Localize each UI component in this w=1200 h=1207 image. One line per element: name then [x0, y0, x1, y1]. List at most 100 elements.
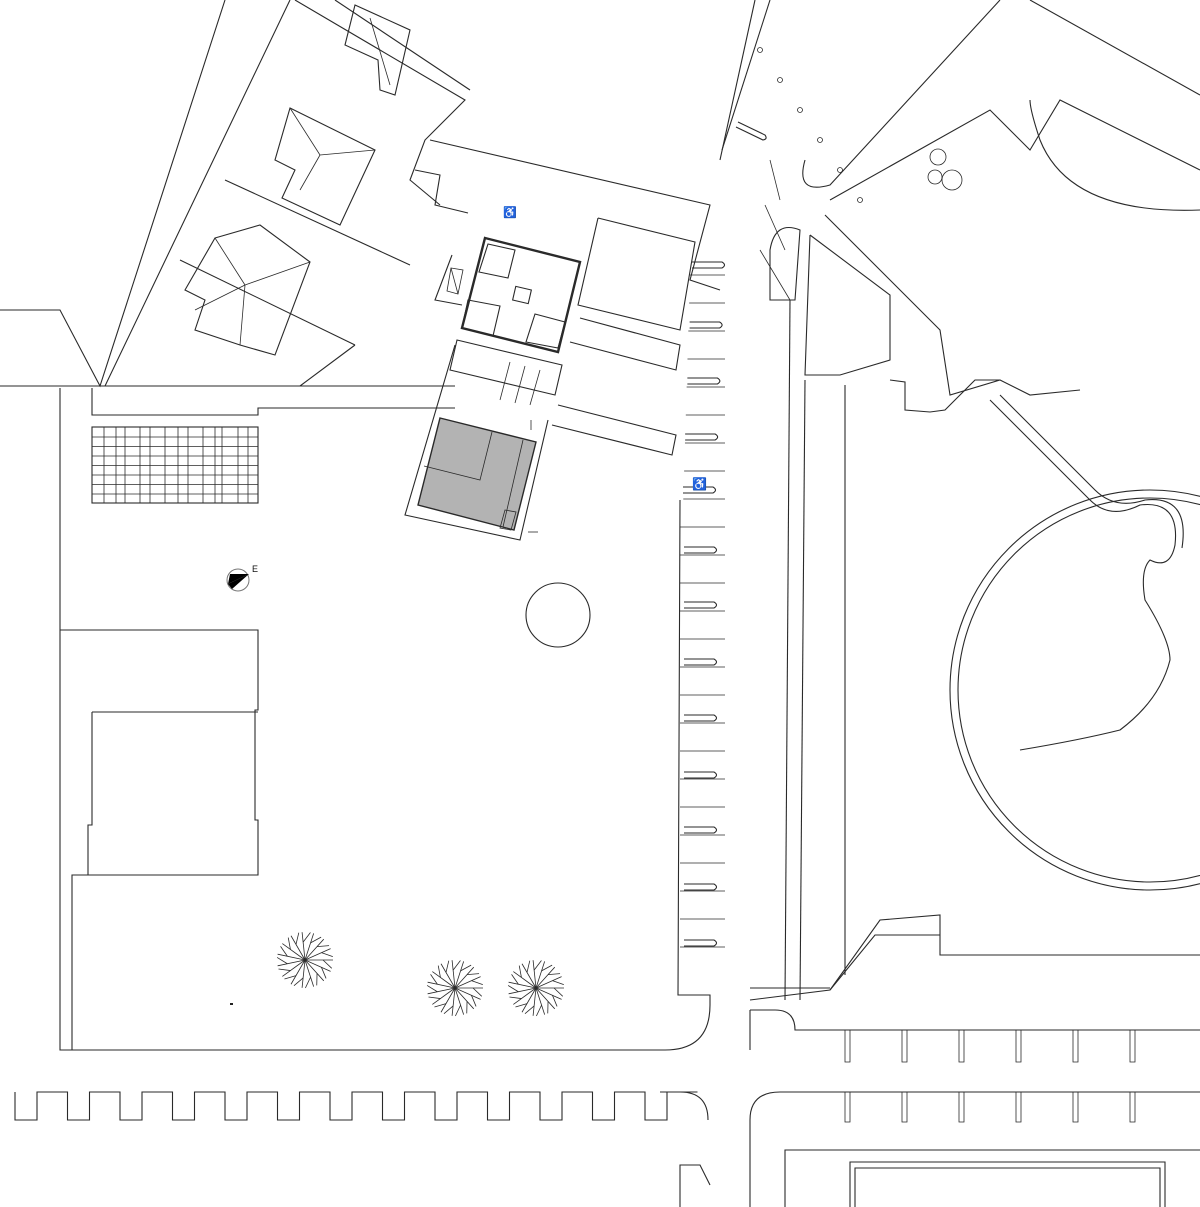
bike-rack-outline	[91, 426, 259, 504]
street-curb	[14, 1091, 698, 1121]
tree-branch	[443, 1005, 454, 1015]
accessible-parking-icon: ♿	[503, 206, 517, 219]
parking-divider	[958, 1030, 965, 1063]
tree-branch	[526, 960, 531, 973]
street-curbs	[14, 47, 1200, 1207]
tree-branch	[515, 1003, 528, 1008]
parking-divider	[958, 1092, 965, 1123]
tree-branch	[440, 987, 456, 1013]
tree-branch	[280, 946, 288, 957]
tree-branch	[440, 963, 456, 989]
tree-branch	[455, 1004, 461, 1017]
tree-branch	[321, 952, 333, 958]
tree-branch	[467, 973, 480, 976]
tree-branch	[471, 995, 477, 1007]
tree-branch	[548, 973, 561, 976]
tree-branch	[304, 959, 325, 982]
tree-icon	[507, 960, 564, 1017]
parking-divider	[1072, 1092, 1079, 1123]
tree-branch	[472, 987, 483, 997]
tree-branch	[434, 1003, 447, 1008]
tree-branch	[552, 980, 564, 986]
tree-branch	[535, 966, 556, 989]
tree-branch	[284, 975, 297, 980]
north-arrow-compass: E	[226, 564, 258, 592]
tree-icon	[426, 960, 483, 1017]
tree-branch	[427, 981, 456, 989]
parking-divider	[901, 1030, 908, 1063]
fence-post	[764, 204, 786, 251]
building-complex	[404, 139, 721, 541]
tree-branch	[276, 957, 288, 965]
tree-branch	[304, 959, 331, 972]
tree-branch	[301, 932, 306, 961]
tree-branch	[451, 987, 456, 1016]
tree-branch	[277, 953, 306, 961]
highlighted-building	[417, 417, 537, 531]
fence-post	[769, 159, 781, 201]
tree-branch	[521, 963, 537, 989]
tree-branch	[471, 980, 483, 986]
tree-branch	[513, 971, 537, 989]
bollard	[689, 321, 723, 329]
tree-branch	[536, 1004, 542, 1017]
tree-branch	[452, 960, 461, 971]
parking-slots	[680, 121, 791, 948]
tree-branch	[535, 987, 562, 1000]
bollard	[687, 377, 721, 385]
bollard	[684, 883, 718, 891]
fence-post	[757, 47, 763, 53]
house-roof-1	[344, 4, 411, 96]
tree-branch	[535, 987, 546, 1015]
tree-branch	[454, 987, 465, 1015]
tree-branch	[507, 985, 519, 993]
tree-branch	[445, 960, 450, 973]
tree-branch	[513, 987, 537, 1005]
fence-post	[759, 249, 791, 301]
tree-branch	[521, 987, 537, 1013]
compass-label: E	[252, 564, 258, 574]
tree-branch	[454, 966, 475, 989]
tree-branch	[301, 959, 306, 988]
tree-branch	[541, 964, 553, 972]
tree-branch	[454, 987, 481, 1000]
residential-block	[0, 0, 471, 388]
bollard	[684, 546, 718, 554]
tree-branch	[553, 987, 564, 997]
parking-divider	[1015, 1092, 1022, 1123]
tree-branch	[535, 961, 546, 989]
tree-branch	[277, 959, 306, 967]
tree-branch	[322, 959, 333, 969]
parking-divider	[1129, 1030, 1136, 1063]
bollard	[735, 121, 767, 141]
tree-branch	[432, 971, 456, 989]
building-courtyard	[446, 236, 582, 354]
fence-post	[857, 197, 863, 203]
bollard	[684, 939, 718, 947]
house-roof-2	[274, 107, 376, 226]
tree-branch	[430, 974, 438, 985]
tree-branch	[304, 948, 331, 961]
tree-branch	[302, 932, 311, 943]
tree-branch	[524, 1005, 535, 1015]
park-area	[719, 0, 1200, 1050]
tree-branch	[532, 960, 537, 989]
tree-branch	[511, 974, 519, 985]
tree-branch	[508, 987, 537, 995]
tree-branch	[282, 943, 306, 961]
tree-branch	[552, 995, 558, 1007]
tree-branch	[532, 987, 537, 1016]
parking-divider	[1015, 1030, 1022, 1063]
tree-branch	[518, 965, 522, 978]
tree-branch	[437, 965, 441, 978]
bollard	[684, 658, 718, 666]
tree-branch	[428, 996, 441, 999]
tree-branch	[317, 945, 330, 948]
parking-divider	[1072, 1030, 1079, 1063]
house-roof-3	[184, 224, 311, 356]
parking-divider	[1129, 1092, 1136, 1123]
fence-post	[817, 137, 823, 143]
trees	[276, 932, 564, 1017]
parking-divider	[844, 1030, 851, 1063]
fence-post	[777, 77, 783, 83]
